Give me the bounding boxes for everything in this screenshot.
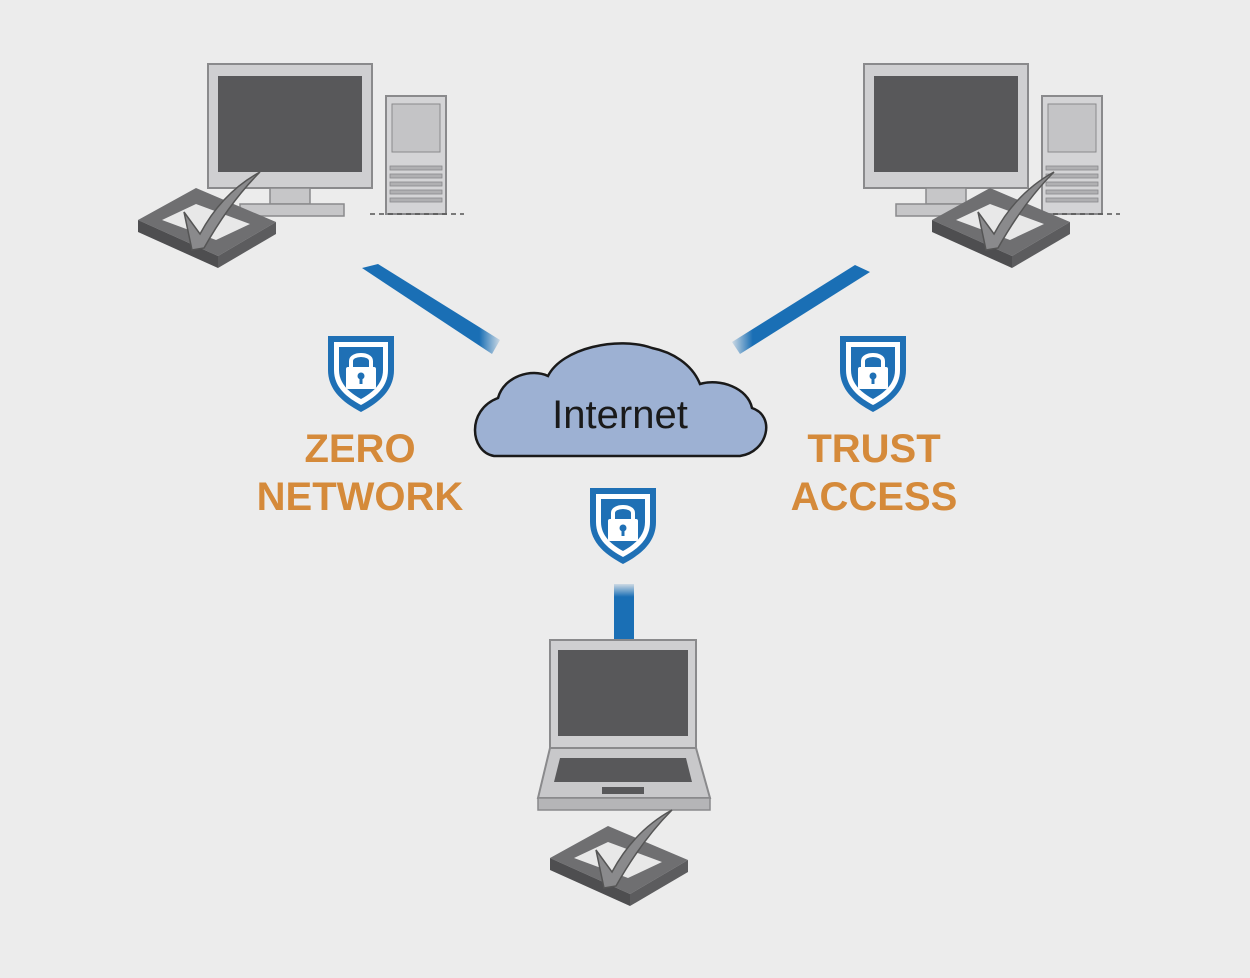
cloud-icon: [473, 342, 768, 458]
cloud-label: Internet: [552, 393, 688, 437]
network-label: NETWORK: [257, 475, 464, 519]
access-label: ACCESS: [791, 475, 958, 519]
shield-lock-bottom-icon: [588, 486, 658, 566]
left-link-line: [362, 264, 500, 354]
shield-lock-right-icon: [838, 334, 908, 414]
trust-label: TRUST: [807, 427, 940, 471]
zero-label: ZERO: [304, 427, 415, 471]
desktop-computer-left-icon: [207, 63, 465, 217]
shield-lock-left-icon: [326, 334, 396, 414]
laptop-icon: [536, 639, 712, 811]
checkbox-check-bottom-icon: [549, 809, 689, 907]
right-link-line: [732, 265, 870, 354]
